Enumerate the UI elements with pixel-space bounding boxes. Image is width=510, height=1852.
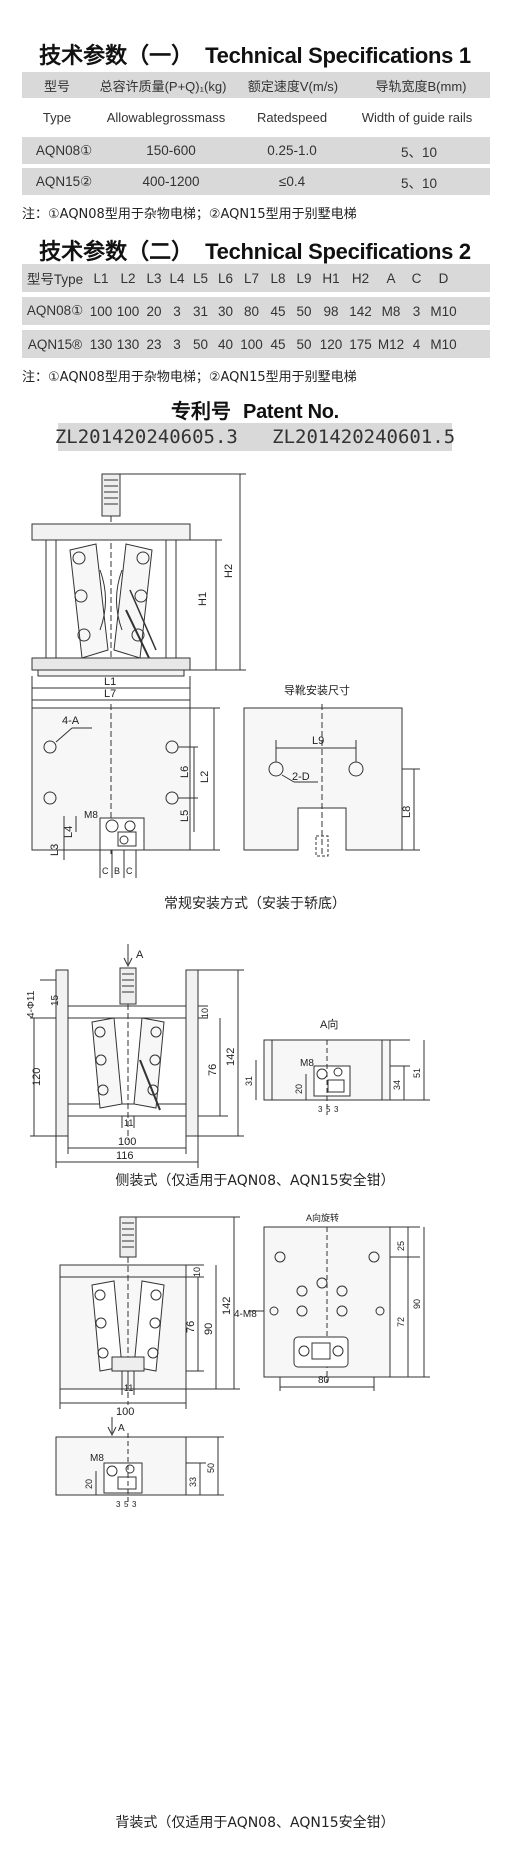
spec2-row: AQN15® 130 130 23 3 50 40 100 45 50 120 … <box>22 330 490 358</box>
dim-31: 31 <box>244 1076 254 1086</box>
spec1-title: 技术参数（一）Technical Specifications 1 <box>39 43 471 69</box>
drawing-conventional-install: H1 H2 L1 L7 4-A M8 L2 L6 L5 L3 L4 C B C … <box>31 473 420 878</box>
dim-L3: L3 <box>49 844 61 856</box>
dim-L1: L1 <box>104 676 116 688</box>
spec2-note: 注：①AQN08型用于杂物电梯；②AQN15型用于别墅电梯 <box>22 370 357 385</box>
label-holes-3: 4-M8 <box>234 1309 257 1320</box>
dim-3a: 3 <box>318 1105 323 1114</box>
caption-back-mount: 背装式（仅适用于AQN08、AQN15安全钳） <box>115 1815 395 1831</box>
dim-100: 100 <box>118 1136 136 1148</box>
dim-33: 33 <box>188 1477 198 1487</box>
label-bolt: M8 <box>84 810 98 821</box>
dim-3b: 3 <box>334 1105 339 1114</box>
dim-L6: L6 <box>179 766 191 778</box>
spec1-header-cn: 型号 总容许质量(P+Q)₁(kg) 额定速度V(m/s) 导轨宽度B(mm) <box>22 72 490 98</box>
spec1-row: AQN08① 150-600 0.25-1.0 5、10 <box>22 137 490 164</box>
spec1-note: 注：①AQN08型用于杂物电梯；②AQN15型用于别墅电梯 <box>22 207 357 222</box>
guide-shoe-label: 导靴安装尺寸 <box>284 683 350 697</box>
drawing-back-mount: 10 76 90 142 11 100 A向旋转 4-M8 25 72 90 8… <box>55 1212 430 1509</box>
dim-3b-b: 3 <box>132 1500 137 1509</box>
dim-H2: H2 <box>223 564 235 578</box>
patent-numbers: ZL201420240605.3 ZL201420240601.5 <box>55 423 455 451</box>
dim-90-b: 90 <box>412 1299 422 1309</box>
label-holes: 4-A <box>62 715 80 727</box>
dim-20-b: 20 <box>84 1479 94 1489</box>
spec1-header-en: Type Allowablegrossmass Ratedspeed Width… <box>42 109 473 125</box>
dim-11-b: 11 <box>124 1383 133 1393</box>
spec1-row: AQN15② 400-1200 ≤0.4 5、10 <box>22 168 490 195</box>
dim-34: 34 <box>392 1080 402 1090</box>
dim-100-b: 100 <box>116 1406 134 1418</box>
dim-142: 142 <box>225 1048 237 1066</box>
dim-L8: L8 <box>401 806 413 818</box>
label-holes-2: 4-Φ11 <box>26 990 37 1018</box>
dim-L7: L7 <box>104 688 116 700</box>
dim-3a-b: 3 <box>116 1500 121 1509</box>
dim-5-b: 5 <box>124 1500 129 1509</box>
drawing-side-mount: A 4-Φ11 15 120 10 76 142 11 100 116 A向 M… <box>26 944 430 1168</box>
dim-116: 116 <box>116 1150 134 1162</box>
arrow-A: A <box>136 949 144 961</box>
view-A-rotated: A向旋转 <box>306 1212 339 1223</box>
dim-L4: L4 <box>63 826 75 838</box>
dim-76: 76 <box>207 1064 219 1076</box>
dim-20: 20 <box>294 1084 304 1094</box>
arrow-A-b: A <box>118 1423 125 1434</box>
dim-L9: L9 <box>312 735 324 747</box>
dim-B: B <box>114 866 120 876</box>
dim-15: 15 <box>50 994 61 1006</box>
dim-142-b: 142 <box>221 1297 233 1315</box>
dim-80: 80 <box>318 1375 330 1386</box>
spec2-header: 型号Type L1 L2 L3 L4 L5 L6 L7 L8 L9 H1 H2 … <box>22 264 490 292</box>
dim-11: 11 <box>124 1118 133 1128</box>
label-bolt-2: M8 <box>300 1058 314 1069</box>
dim-C1: C <box>102 866 109 876</box>
dim-25: 25 <box>396 1241 406 1251</box>
spec2-row: AQN08① 100 100 20 3 31 30 80 45 50 98 14… <box>22 297 490 325</box>
view-A: A向 <box>320 1017 338 1031</box>
dim-H1: H1 <box>197 592 209 606</box>
dim-L5: L5 <box>179 810 191 822</box>
dim-76-b: 76 <box>185 1321 197 1333</box>
dim-50: 50 <box>206 1463 216 1473</box>
spec2-title: 技术参数（二）Technical Specifications 2 <box>39 239 471 265</box>
dim-10-b: 10 <box>192 1267 202 1277</box>
caption-side-mount: 侧装式（仅适用于AQN08、AQN15安全钳） <box>115 1173 395 1189</box>
dim-C2: C <box>126 866 133 876</box>
dim-51: 51 <box>412 1068 422 1078</box>
dim-10: 10 <box>200 1008 210 1018</box>
caption-conventional: 常规安装方式（安装于轿底） <box>164 896 346 912</box>
dim-L2: L2 <box>199 771 211 783</box>
dim-90: 90 <box>203 1323 215 1335</box>
label-guide-holes: 2-D <box>292 771 310 783</box>
dim-120: 120 <box>31 1068 43 1086</box>
dim-5: 5 <box>326 1105 331 1114</box>
dim-72: 72 <box>396 1317 406 1327</box>
label-bolt-3: M8 <box>90 1453 104 1464</box>
